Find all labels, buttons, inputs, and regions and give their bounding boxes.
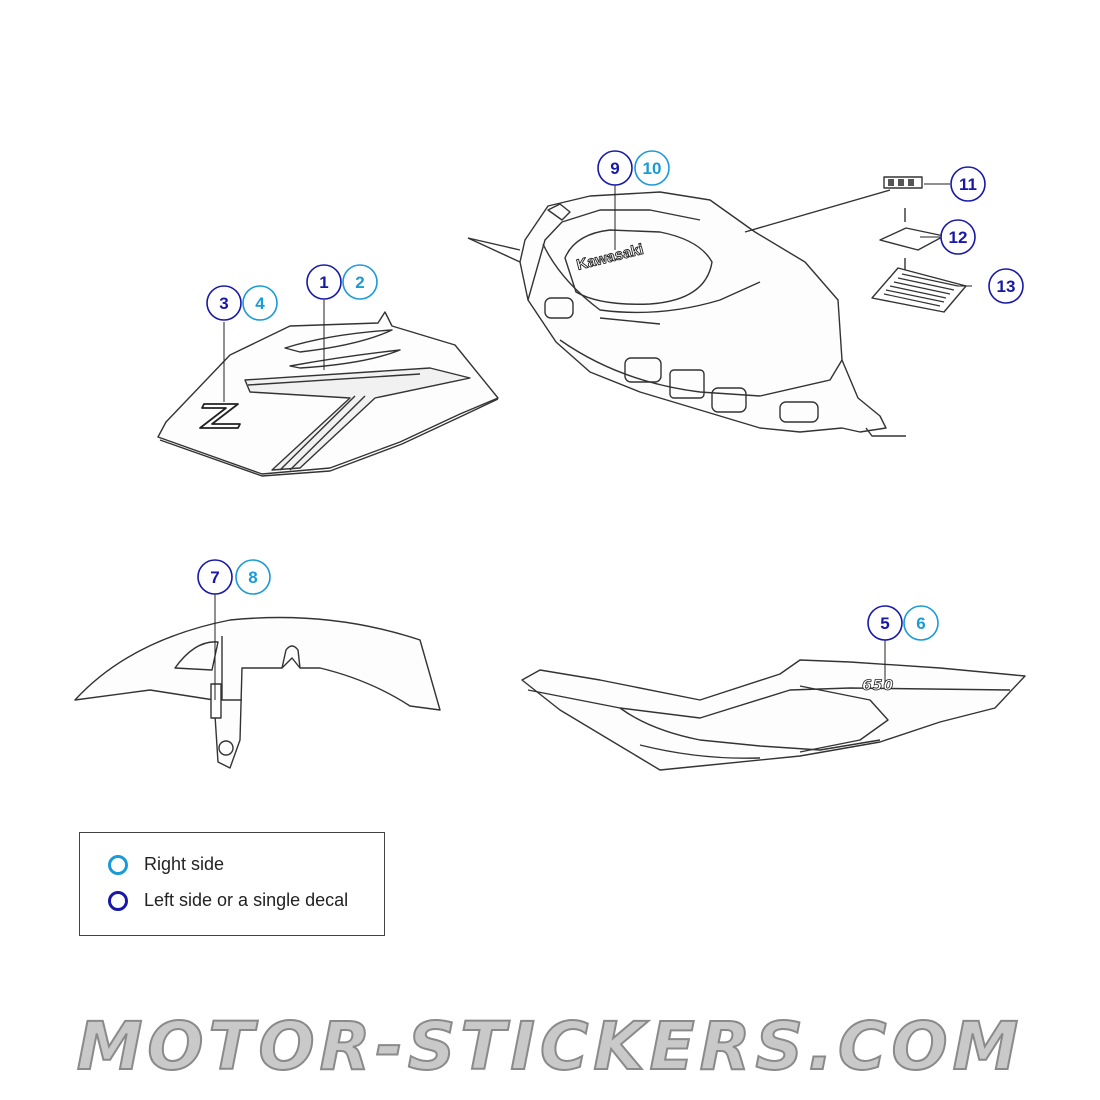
- callout-circle-2: [342, 264, 378, 300]
- callout-number-6: 6: [916, 614, 925, 633]
- right-side-circle-icon: [108, 854, 128, 875]
- callout-circle-10: [634, 150, 670, 186]
- callout-circle-12: [940, 219, 976, 255]
- legend-row-left: Left side or a single decal: [108, 890, 348, 911]
- callout-circle-13: [988, 268, 1024, 304]
- tank-part: [467, 189, 906, 437]
- callout-circle-1: [306, 264, 342, 300]
- callout-circle-4: [242, 285, 278, 321]
- callout-number-3: 3: [219, 294, 228, 313]
- callout-number-11: 11: [959, 175, 977, 194]
- callout-circle-5: [867, 605, 903, 641]
- tank-shroud-part: [157, 311, 499, 477]
- front-fender-part: [74, 616, 441, 769]
- callout-number-12: 12: [949, 228, 968, 247]
- callout-number-13: 13: [997, 277, 1016, 296]
- site-watermark: MOTOR-STICKERS.COM: [76, 1007, 1024, 1086]
- callout-circle-3: [206, 285, 242, 321]
- callout-number-4: 4: [255, 294, 265, 313]
- callout-circle-8: [235, 559, 271, 595]
- legend-right-label: Right side: [144, 854, 225, 874]
- tank-label-small: [883, 176, 923, 222]
- callout-circle-9: [597, 150, 633, 186]
- tail-cowl-part: [521, 659, 1026, 771]
- callout-number-5: 5: [880, 614, 889, 633]
- callout-number-8: 8: [248, 568, 257, 587]
- callout-number-1: 1: [319, 273, 328, 292]
- left-side-circle-icon: [108, 890, 128, 911]
- legend-row-right: Right side: [108, 854, 224, 875]
- callout-circle-11: [950, 166, 986, 202]
- callout-number-2: 2: [355, 273, 364, 292]
- tank-label-blank: [879, 227, 945, 274]
- callout-circle-7: [197, 559, 233, 595]
- callout-number-7: 7: [210, 568, 219, 587]
- callout-circle-6: [903, 605, 939, 641]
- tank-label-warning: [871, 267, 967, 313]
- legend-box: Right side Left side or a single decal: [79, 832, 385, 936]
- leader-lines: [214, 183, 972, 700]
- callout-number-10: 10: [643, 159, 662, 178]
- callout-number-9: 9: [610, 159, 619, 178]
- model-badge: 650: [862, 678, 894, 694]
- z-emblem: [199, 403, 241, 429]
- legend-left-label: Left side or a single decal: [144, 890, 349, 910]
